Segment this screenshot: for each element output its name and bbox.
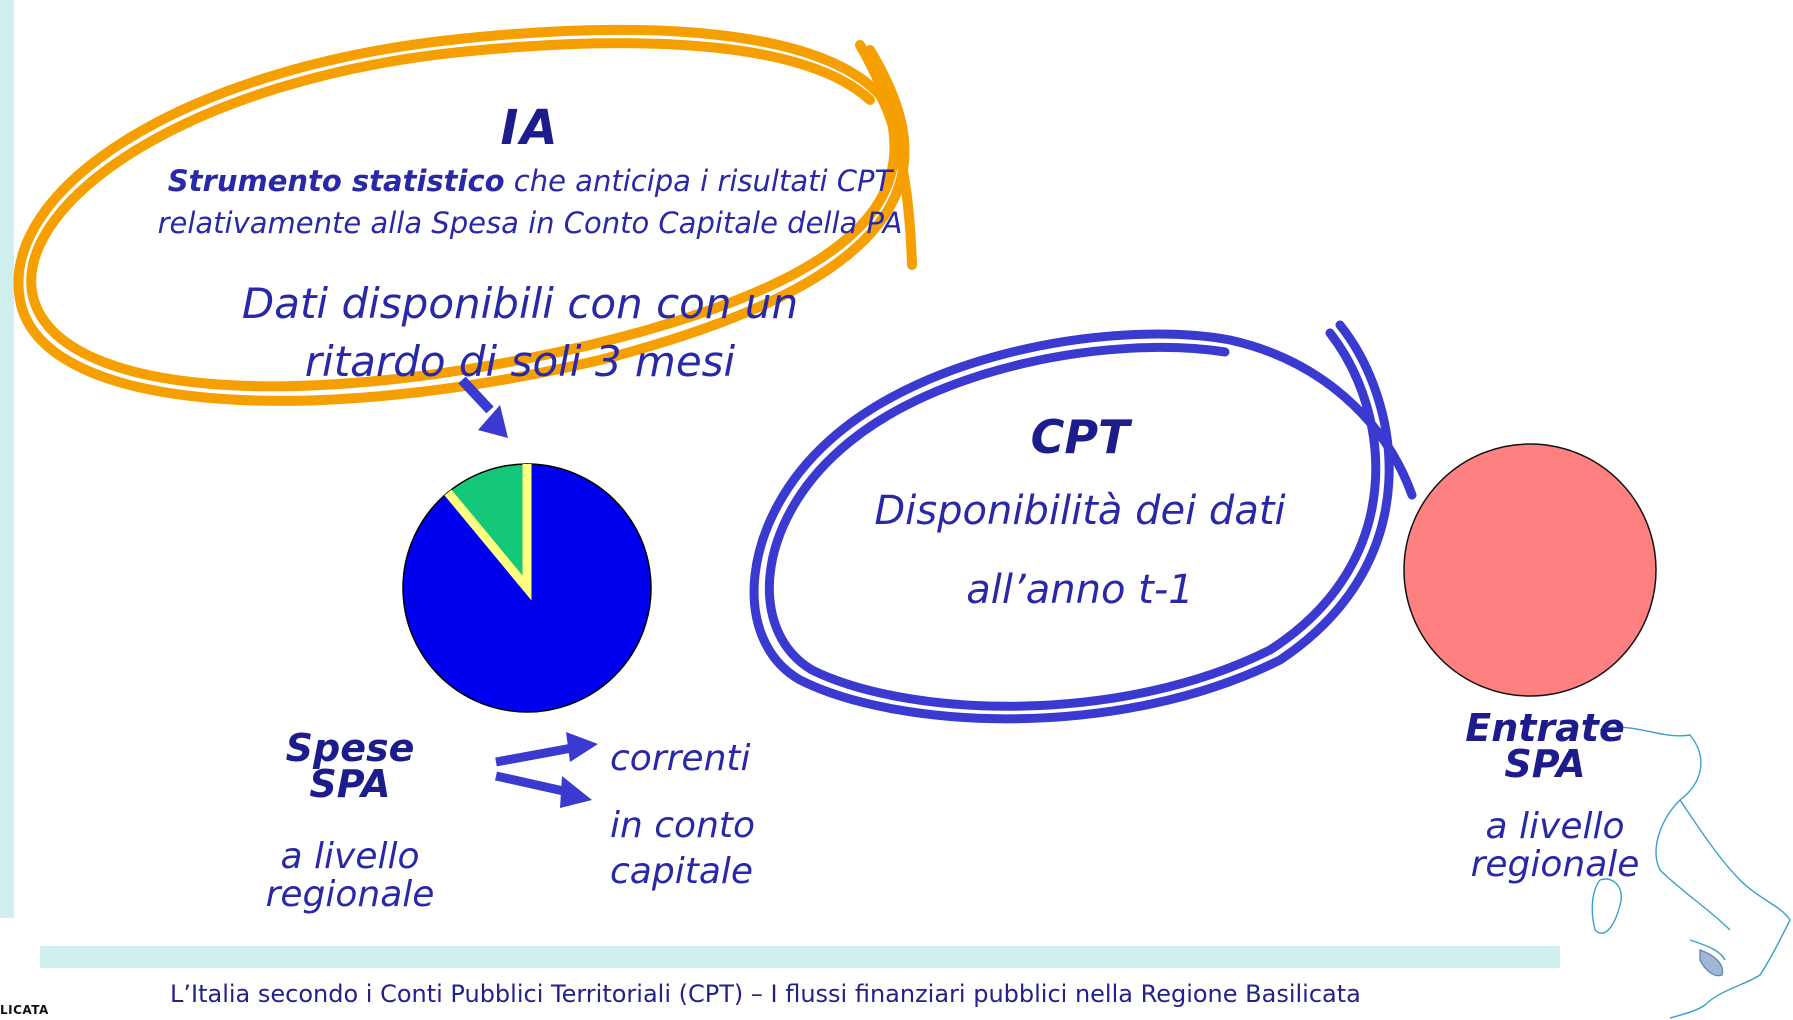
- ia-description-bold: Strumento statistico: [167, 164, 505, 198]
- ia-to-pie-arrow: [458, 376, 508, 438]
- ia-data-availability: Dati disponibili con con un ritardo di s…: [241, 279, 799, 386]
- cpt-ellipse: [749, 320, 1417, 724]
- italy-map-icon: [1591, 726, 1791, 1019]
- entrate-subtitle: a livello regionale: [1470, 806, 1640, 885]
- left-accent-bar: [0, 0, 14, 918]
- cpt-availability-line1: Disponibilità dei dati: [874, 488, 1286, 534]
- spese-subtitle: a livello regionale: [265, 836, 435, 915]
- entrate-circle: [1403, 443, 1657, 697]
- cpt-availability-line2: all’anno t-1: [966, 567, 1194, 613]
- cpt-title: CPT: [1030, 410, 1130, 464]
- entrate-title-line2: SPA: [1504, 742, 1586, 786]
- spese-title-line1: Spese: [285, 726, 415, 770]
- ia-description-rest: che anticipa i risultati CPT relativamen…: [157, 164, 903, 240]
- region-logo-text: LICATA: [0, 1003, 49, 1017]
- spese-arrows: [495, 732, 598, 808]
- pie-slice-highlight: [444, 464, 532, 601]
- entrate-title-line1: Entrate: [1465, 706, 1625, 750]
- footer-caption: L’Italia secondo i Conti Pubblici Territ…: [170, 980, 1361, 1008]
- ia-title: IA: [500, 100, 560, 156]
- spese-correnti-label: correnti: [610, 738, 751, 779]
- footer-accent-bar: [40, 946, 1560, 968]
- spese-title-line2: SPA: [309, 762, 391, 806]
- spese-pie-chart: [402, 463, 652, 713]
- ia-description: Strumento statistico che anticipa i risu…: [150, 160, 910, 244]
- ia-ellipse: [13, 24, 917, 406]
- spese-capitale-label: in conto capitale: [610, 805, 756, 892]
